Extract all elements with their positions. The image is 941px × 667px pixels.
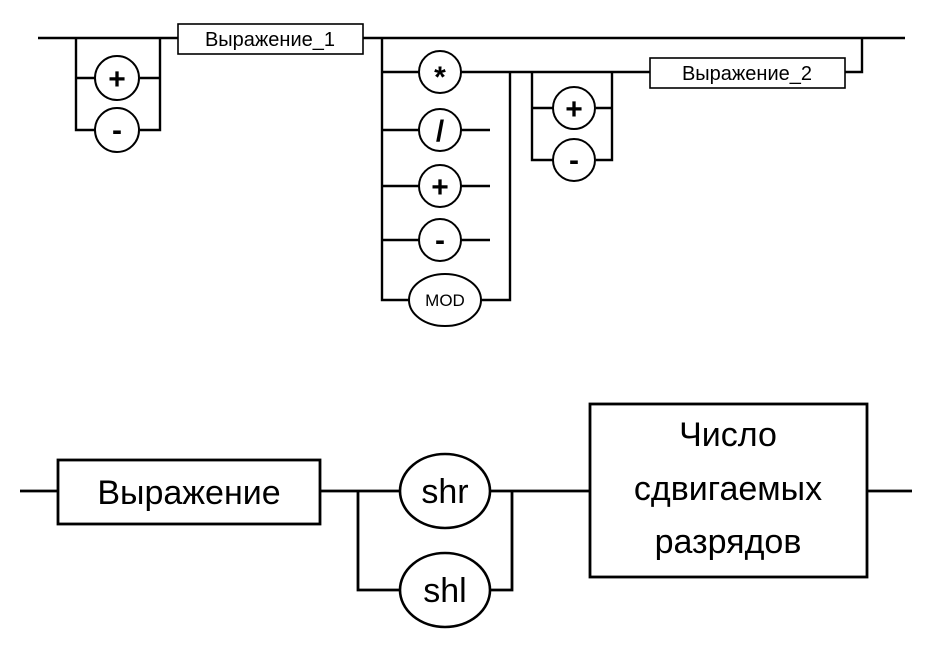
op-minus-circle (418, 218, 462, 262)
op-div-text: / (436, 115, 445, 148)
op-shl-circle (398, 551, 492, 629)
expr1-box (177, 23, 364, 55)
sign2-plus-circle (552, 86, 596, 130)
shift-branch-lines (356, 491, 514, 592)
op-plus-circle (418, 164, 462, 208)
sign2-minus-text: - (569, 144, 579, 177)
expr2-return-line (845, 38, 864, 74)
op-shr-circle (398, 452, 492, 530)
op-mod-text: MOD (425, 291, 465, 310)
shift-count-line3: разрядов (655, 523, 802, 561)
expr2-label: Выражение_2 (682, 63, 812, 85)
sign2-branch-lines (530, 72, 614, 162)
sign-plus-circle (94, 55, 140, 101)
op-shr-text: shr (421, 473, 468, 511)
op-div-circle (418, 108, 462, 152)
sign-plus-text: + (108, 63, 126, 96)
op-plus-text: + (431, 171, 449, 204)
expr-label: Выражение (97, 474, 280, 512)
op-minus-text: - (435, 224, 445, 257)
expr2-box (649, 57, 846, 89)
op-shl-text: shl (423, 572, 466, 610)
diagram-shift-expression: Выражение shr shl Число сдвигаемых разря… (20, 402, 912, 629)
diagram-expression-arithmetic: + - Выражение_1 * / + - MOD + - Выражени… (38, 23, 905, 327)
sign-minus-circle (94, 107, 140, 153)
sign2-plus-text: + (565, 93, 583, 126)
sign-branch-lines (74, 38, 162, 132)
operator-branch-lines (380, 38, 512, 302)
shift-count-line2: сдвигаемых (634, 470, 822, 508)
shift-count-line1: Число (679, 416, 777, 454)
op-mul-text: * (434, 61, 446, 94)
op-mod-circle (408, 273, 482, 327)
sign-minus-text: - (112, 114, 122, 147)
sign2-minus-circle (552, 138, 596, 182)
op-mul-circle (418, 50, 462, 94)
expr1-label: Выражение_1 (205, 29, 335, 51)
